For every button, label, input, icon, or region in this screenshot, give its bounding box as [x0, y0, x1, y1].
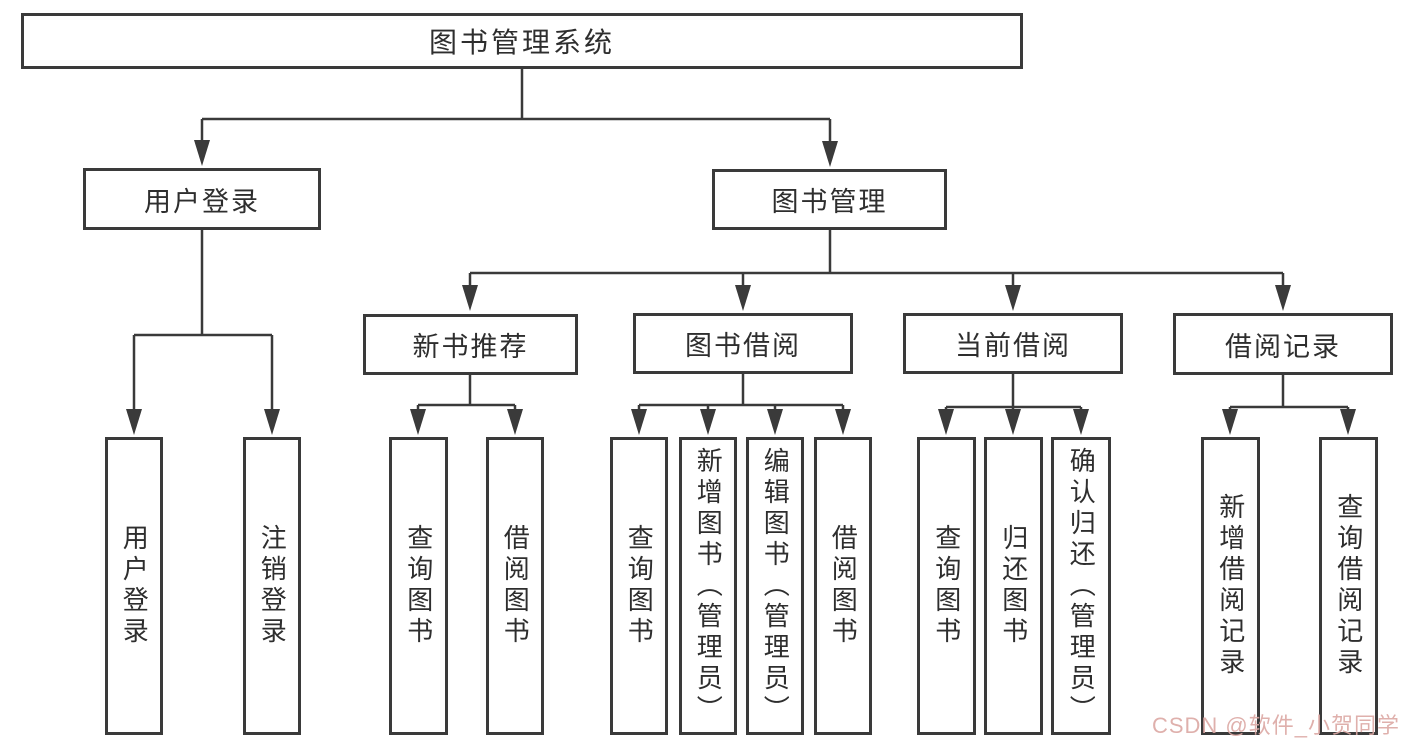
node-new-book-recommend-label: 新书推荐 — [412, 332, 529, 362]
leaf-logout: 注销登录 — [243, 437, 301, 735]
leaf-query-book-1-label: 查询图书 — [403, 524, 434, 648]
node-borrow-record: 借阅记录 — [1173, 313, 1393, 375]
leaf-query-book-2-label: 查询图书 — [624, 524, 655, 648]
node-book-borrow-label: 图书借阅 — [685, 331, 801, 361]
leaf-borrow-book-1-label: 借阅图书 — [500, 524, 531, 648]
leaf-add-borrow-record-label: 新增借阅记录 — [1215, 493, 1246, 679]
leaf-borrow-book-2: 借阅图书 — [814, 437, 872, 735]
leaf-return-book: 归还图书 — [984, 437, 1043, 735]
leaf-edit-book-admin-label: 编辑图书（管理员） — [760, 446, 791, 726]
leaf-return-book-label: 归还图书 — [998, 524, 1029, 648]
leaf-query-borrow-record: 查询借阅记录 — [1319, 437, 1378, 735]
leaf-confirm-return-admin: 确认归还（管理员） — [1051, 437, 1111, 735]
leaf-borrow-book-1: 借阅图书 — [486, 437, 544, 735]
leaf-query-borrow-record-label: 查询借阅记录 — [1333, 493, 1364, 679]
csdn-watermark: CSDN @软件_小贺同学 — [1151, 713, 1400, 738]
leaf-add-book-admin: 新增图书（管理员） — [679, 437, 737, 735]
leaf-user-login-label: 用户登录 — [119, 524, 150, 648]
leaf-logout-label: 注销登录 — [257, 524, 288, 648]
leaf-user-login: 用户登录 — [105, 437, 163, 735]
node-user-login: 用户登录 — [83, 168, 321, 230]
node-book-borrow: 图书借阅 — [633, 313, 853, 374]
node-current-borrow: 当前借阅 — [903, 313, 1123, 374]
leaf-confirm-return-admin-label: 确认归还（管理员） — [1066, 446, 1097, 726]
leaf-edit-book-admin: 编辑图书（管理员） — [746, 437, 804, 735]
leaf-add-borrow-record: 新增借阅记录 — [1201, 437, 1260, 735]
node-book-management: 图书管理 — [712, 169, 947, 230]
node-current-borrow-label: 当前借阅 — [955, 331, 1071, 361]
leaf-query-book-1: 查询图书 — [389, 437, 448, 735]
node-new-book-recommend: 新书推荐 — [363, 314, 578, 375]
leaf-borrow-book-2-label: 借阅图书 — [828, 524, 859, 648]
leaf-add-book-admin-label: 新增图书（管理员） — [693, 446, 724, 726]
node-borrow-record-label: 借阅记录 — [1225, 331, 1341, 362]
leaf-query-book-3-label: 查询图书 — [931, 524, 962, 648]
node-root-system: 图书管理系统 — [21, 13, 1023, 69]
leaf-query-book-3: 查询图书 — [917, 437, 976, 735]
arrowheads — [126, 140, 1356, 435]
leaf-query-book-2: 查询图书 — [610, 437, 668, 735]
node-user-login-label: 用户登录 — [144, 186, 260, 217]
node-book-management-label: 图书管理 — [771, 187, 888, 217]
node-root-label: 图书管理系统 — [428, 27, 615, 58]
